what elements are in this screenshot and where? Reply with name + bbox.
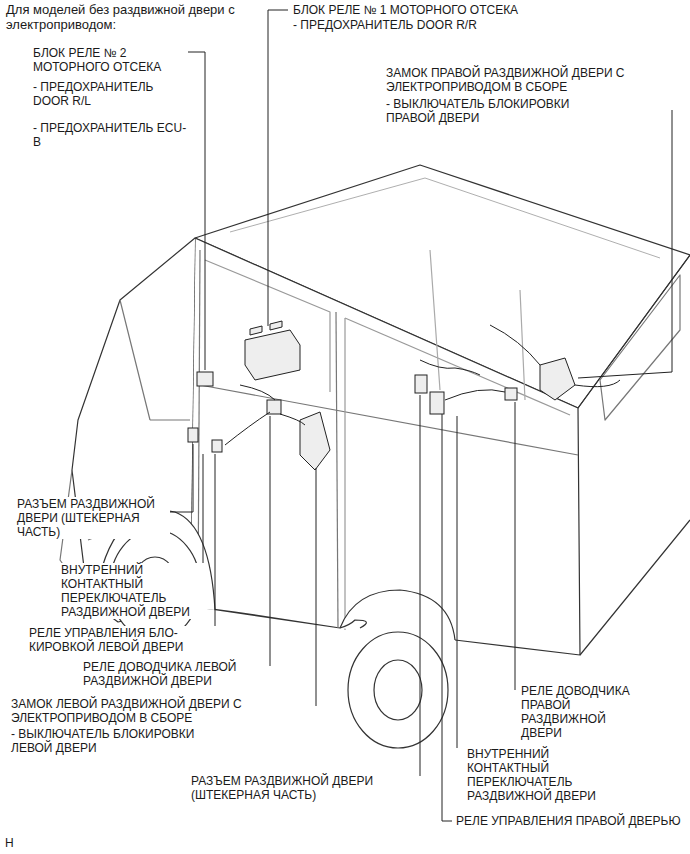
part-label: РАЗЪЕМ РАЗДВИЖНОЙ ДВЕРИ (ШТЕКЕРНАЯ ЧАСТЬ…	[16, 497, 170, 539]
part-label: РЕЛЕ УПРАВЛЕНИЯ БЛО- КИРОВКОЙ ЛЕВОЙ ДВЕР…	[28, 626, 218, 654]
part-label: ВНУТРЕННИЙ КОНТАКТНЫЙ ПЕРЕКЛЮЧАТЕЛЬ РАЗД…	[466, 747, 616, 803]
part-label: - ВЫКЛЮЧАТЕЛЬ БЛОКИРОВКИ ЛЕВОЙ ДВЕРИ	[10, 727, 228, 755]
part-label: БЛОК РЕЛЕ № 1 МОТОРНОГО ОТСЕКА	[292, 3, 519, 17]
part-label: РАЗЪЕМ РАЗДВИЖНОЙ ДВЕРИ (ШТЕКЕРНАЯ ЧАСТЬ…	[190, 774, 400, 802]
part-label: - ПРЕДОХРАНИТЕЛЬ DOOR R/R	[292, 18, 478, 32]
part-label: - ПРЕДОХРАНИТЕЛЬ DOOR R/L	[32, 80, 190, 108]
part-label: РЕЛЕ ДОВОДЧИКА ПРАВОЙ РАЗДВИЖНОЙ ДВЕРИ	[520, 684, 648, 740]
part-label: ЗАМОК ПРАВОЙ РАЗДВИЖНОЙ ДВЕРИ С ЭЛЕКТРОП…	[385, 66, 660, 94]
part-label: ЗАМОК ЛЕВОЙ РАЗДВИЖНОЙ ДВЕРИ С ЭЛЕКТРОПР…	[10, 697, 310, 725]
part-label: БЛОК РЕЛЕ № 2 МОТОРНОГО ОТСЕКА	[32, 46, 182, 74]
diagram-title: Для моделей без раздвижной двери с элект…	[6, 2, 246, 32]
part-label: РЕЛЕ УПРАВЛЕНИЯ ПРАВОЙ ДВЕРЬЮ	[455, 814, 682, 828]
part-label: - ПРЕДОХРАНИТЕЛЬ ECU-B	[32, 121, 190, 149]
part-label: РЕЛЕ ДОВОДЧИКА ЛЕВОЙ РАЗДВИЖНОЙ ДВЕРИ	[82, 660, 267, 688]
part-label: ВНУТРЕННИЙ КОНТАКТНЫЙ ПЕРЕКЛЮЧАТЕЛЬ РАЗД…	[60, 563, 205, 619]
part-label: - ВЫКЛЮЧАТЕЛЬ БЛОКИРОВКИ ПРАВОЙ ДВЕРИ	[385, 97, 603, 125]
figure-code: H	[4, 836, 15, 850]
